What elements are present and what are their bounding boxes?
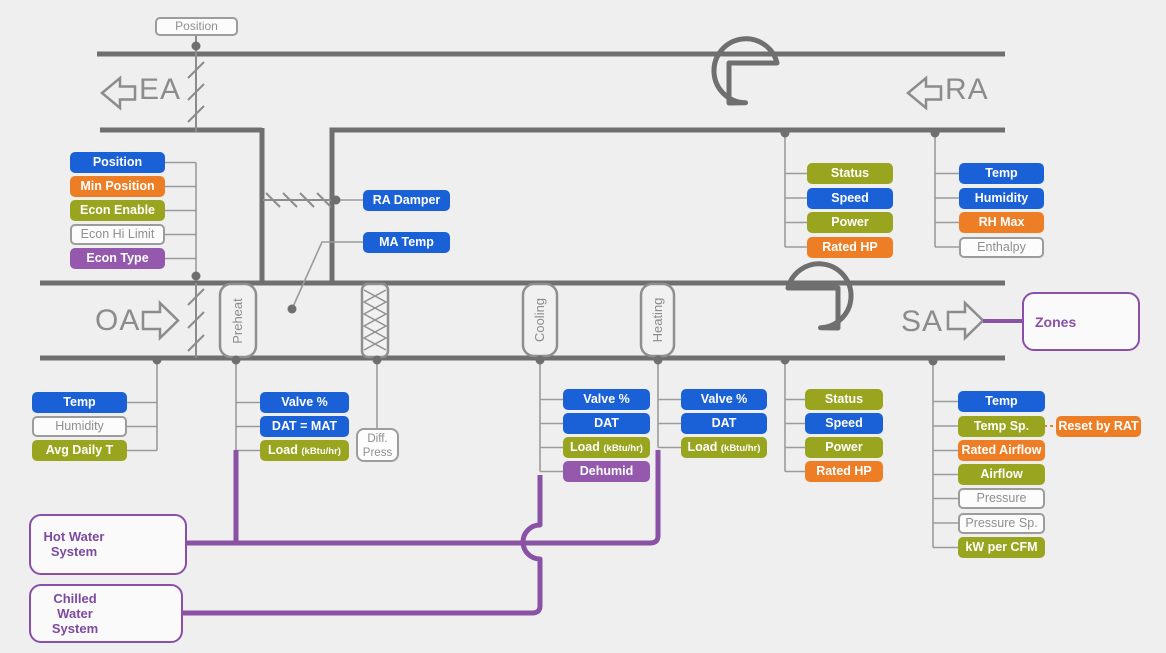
supply-fan-icon [785, 261, 854, 331]
zones-box[interactable] [1022, 292, 1140, 351]
chip-sfan-power[interactable]: Power [805, 437, 883, 458]
chip-rfan-speed[interactable]: Speed [807, 187, 893, 209]
filter-icon [360, 282, 390, 359]
hot-water-pipe [187, 450, 661, 546]
junction-dots [152, 41, 940, 366]
chip-filter-diff-press[interactable]: Diff. Press [356, 428, 399, 462]
ra-arrow-icon [906, 75, 943, 111]
chip-mad-position[interactable]: Position [70, 152, 165, 173]
chip-rfan-power[interactable]: Power [807, 212, 893, 233]
chip-hc-load[interactable]: Load (kBtu/hr) [681, 437, 767, 458]
coil-boxes [218, 282, 676, 359]
chip-sa-rated-airflow[interactable]: Rated Airflow [958, 440, 1045, 461]
connector-lines [127, 133, 959, 549]
chip-ea-damper-position[interactable]: Position [155, 17, 238, 36]
chip-sa-reset-by-rat[interactable]: Reset by RAT [1056, 415, 1141, 437]
oa-arrow-icon [141, 300, 180, 341]
chip-ra-temp[interactable]: Temp [959, 163, 1044, 184]
chip-mad-econ-type[interactable]: Econ Type [70, 248, 165, 269]
oa-damper-icon [187, 283, 205, 358]
sa-arrow-icon [946, 300, 985, 341]
ea-arrow-icon [100, 75, 137, 111]
chip-sa-temp[interactable]: Temp [958, 391, 1045, 412]
hot-water-system-label: Hot Water System [43, 529, 105, 559]
chip-ra-enthalpy[interactable]: Enthalpy [959, 236, 1044, 258]
chip-sfan-rated-hp[interactable]: Rated HP [805, 461, 883, 482]
chip-sfan-speed[interactable]: Speed [805, 413, 883, 434]
chip-sa-temp-sp[interactable]: Temp Sp. [958, 415, 1045, 437]
chip-sa-pressure-sp[interactable]: Pressure Sp. [958, 512, 1045, 534]
chip-cc-load[interactable]: Load (kBtu/hr) [563, 437, 650, 458]
chip-ra-damper[interactable]: RA Damper [363, 190, 450, 211]
heating-coil-label: Heating [649, 297, 665, 343]
chip-ph-load[interactable]: Load (kBtu/hr) [260, 440, 349, 461]
chip-oa-humidity[interactable]: Humidity [32, 416, 127, 437]
chip-oa-temp[interactable]: Temp [32, 392, 127, 413]
duct-lines [40, 51, 1005, 361]
chip-rfan-status[interactable]: Status [807, 163, 893, 184]
chip-ma-temp[interactable]: MA Temp [363, 232, 450, 253]
chip-ph-valve[interactable]: Valve % [260, 392, 349, 413]
ra-label: RA [945, 73, 989, 106]
chip-ra-rh-max[interactable]: RH Max [959, 212, 1044, 233]
chip-sa-pressure[interactable]: Pressure [958, 488, 1045, 509]
chip-sa-kw-per-cfm[interactable]: kW per CFM [958, 537, 1045, 558]
chip-oa-avg-daily-t[interactable]: Avg Daily T [32, 440, 127, 461]
zones-label: Zones [1035, 314, 1077, 330]
hot-water-system-box[interactable] [29, 514, 187, 575]
oa-label: OA [95, 304, 141, 337]
sa-label: SA [901, 305, 944, 338]
chip-sa-airflow[interactable]: Airflow [958, 464, 1045, 485]
return-fan-icon [711, 36, 780, 106]
chilled-water-system-box[interactable] [29, 584, 183, 643]
chip-cc-dat[interactable]: DAT [563, 413, 650, 434]
chip-mad-econ-enable[interactable]: Econ Enable [70, 200, 165, 221]
chip-mad-min-position[interactable]: Min Position [70, 176, 165, 197]
ea-damper-icon [187, 36, 205, 132]
chip-ph-dat-mat[interactable]: DAT = MAT [260, 416, 349, 437]
mixing-damper-icon [263, 192, 332, 208]
chip-mad-econ-hi-limit[interactable]: Econ Hi Limit [70, 224, 165, 245]
chilled-water-pipe [183, 475, 543, 616]
chip-hc-valve[interactable]: Valve % [681, 389, 767, 410]
preheat-coil-label: Preheat [230, 297, 245, 344]
chip-ra-humidity[interactable]: Humidity [959, 187, 1044, 209]
chip-cc-valve[interactable]: Valve % [563, 389, 650, 410]
chilled-water-system-label: Chilled Water System [51, 591, 99, 636]
chip-cc-dehumid[interactable]: Dehumid [563, 461, 650, 482]
ea-label: EA [139, 73, 182, 106]
chip-rfan-rated-hp[interactable]: Rated HP [807, 236, 893, 258]
chip-hc-dat[interactable]: DAT [681, 413, 767, 434]
cooling-coil-label: Cooling [532, 297, 547, 343]
chip-sfan-status[interactable]: Status [805, 389, 883, 410]
